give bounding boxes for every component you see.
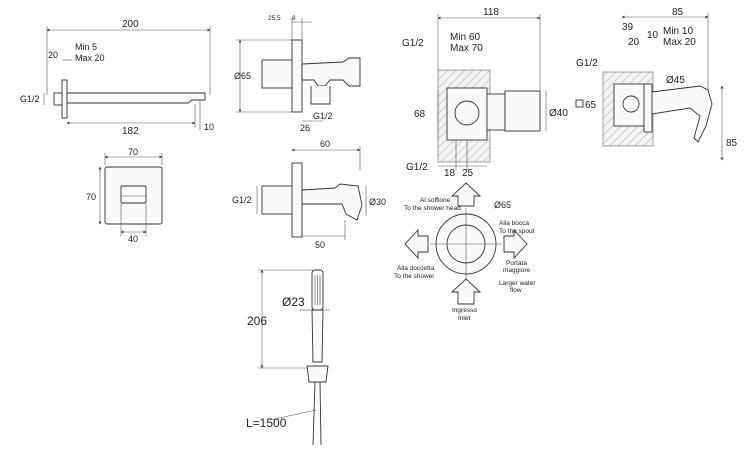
plate-height-70: 70 bbox=[86, 192, 96, 202]
flow-shower-en: To the shower bbox=[394, 273, 435, 280]
holder-dim-26: 26 bbox=[300, 123, 310, 133]
plate-width-40: 40 bbox=[128, 234, 138, 244]
mixer-lever bbox=[651, 85, 713, 143]
shower-dia23: Ø23 bbox=[282, 295, 305, 309]
mixer-dim-65: 65 bbox=[585, 100, 597, 111]
arrow-left-icon bbox=[404, 228, 429, 260]
shower-length-206: 206 bbox=[247, 314, 267, 328]
holder-dim-255: 25,5 bbox=[268, 15, 281, 22]
flow-inlet-en: Inlet bbox=[458, 315, 470, 322]
mixer-dim-10: 10 bbox=[647, 30, 659, 41]
flow-head-it: Al soffione bbox=[420, 197, 451, 204]
flow-dia65: Ø65 bbox=[494, 200, 511, 210]
mixer-dim-85: 85 bbox=[672, 7, 684, 18]
valve-stem-base bbox=[486, 93, 506, 131]
holder-bottom-arm bbox=[301, 183, 363, 221]
flow-large-2: maggiore bbox=[503, 267, 530, 274]
holder-top-plate bbox=[291, 39, 303, 113]
spout-min-5: Min 5 bbox=[75, 42, 97, 52]
holder-top-g12: G1/2 bbox=[313, 111, 333, 121]
arrow-up-icon bbox=[450, 182, 482, 207]
mixer-view: 85 39 10 Min 10 Max 20 20 G1/2 Ø45 65 85 bbox=[575, 7, 738, 161]
holder-dim-60: 60 bbox=[320, 139, 330, 149]
arrow-down-inlet-icon bbox=[450, 278, 482, 305]
holder-dim-8: 8 bbox=[292, 15, 296, 22]
holder-bottom-g12: G1/2 bbox=[232, 195, 252, 205]
holder-bottom-connector bbox=[261, 185, 293, 215]
spout-view: 200 20 Min 5 Max 20 G1/2 182 10 bbox=[20, 19, 214, 137]
mixer-dim-20: 20 bbox=[628, 37, 640, 48]
shower-hose bbox=[312, 381, 322, 446]
flow-spout-en: To the spout bbox=[499, 228, 535, 235]
mixer-dim-85-vertical: 85 bbox=[726, 138, 738, 149]
plate-width-70: 70 bbox=[128, 147, 138, 157]
spout-length-182: 182 bbox=[122, 126, 139, 137]
valve-dim-68: 68 bbox=[414, 109, 426, 120]
valve-dim-118: 118 bbox=[483, 7, 499, 18]
holder-top-connector bbox=[261, 59, 293, 89]
flow-spout-it: Alla bocca bbox=[499, 220, 529, 227]
spout-thread bbox=[53, 92, 63, 106]
mixer-dia45: Ø45 bbox=[666, 75, 685, 86]
mixer-side-mark bbox=[575, 99, 584, 108]
flow-large-3: Larger water bbox=[499, 280, 536, 287]
spout-max-20: Max 20 bbox=[75, 53, 105, 63]
mixer-dim-39: 39 bbox=[622, 22, 634, 33]
hand-shower-view: 206 Ø23 L=1500 bbox=[246, 269, 330, 446]
plate-outlet bbox=[120, 185, 147, 204]
valve-min60: Min 60 bbox=[450, 32, 480, 43]
shower-handle bbox=[311, 309, 324, 363]
spout-dim-20: 20 bbox=[48, 50, 58, 60]
spout-dim-10: 10 bbox=[204, 122, 214, 132]
valve-core bbox=[454, 100, 480, 126]
flow-shower-it: Alla doccetta bbox=[397, 265, 435, 272]
flow-large-4: flow bbox=[510, 287, 522, 294]
spout-body bbox=[66, 92, 206, 104]
shower-hose-nut bbox=[306, 365, 329, 383]
holder-dim-50: 50 bbox=[315, 240, 325, 250]
flow-diagram: Ø65 Al soffione To the shower head Alla … bbox=[394, 182, 536, 322]
mixer-cover bbox=[643, 83, 653, 133]
mixer-max20: Max 20 bbox=[663, 37, 696, 48]
holder-bottom-view: 60 G1/2 Ø30 50 bbox=[232, 139, 386, 250]
valve-max70: Max 70 bbox=[450, 43, 483, 54]
holder-dia65: Ø65 bbox=[234, 71, 251, 81]
valve-view: 118 Min 60 Max 70 G1/2 Ø40 68 G1/2 18 25 bbox=[402, 7, 568, 179]
holder-top-elbow bbox=[310, 86, 331, 105]
valve-dim-25: 25 bbox=[462, 168, 474, 179]
valve-stem bbox=[504, 90, 541, 132]
holder-bottom-plate bbox=[291, 162, 303, 238]
valve-dia40: Ø40 bbox=[549, 108, 568, 119]
valve-g12-top: G1/2 bbox=[402, 38, 424, 49]
spout-wall-plate bbox=[61, 79, 68, 119]
spout-plate-view: 70 70 40 bbox=[86, 147, 163, 244]
flow-head-en: To the shower head bbox=[404, 205, 461, 212]
spout-length-200: 200 bbox=[122, 19, 139, 30]
mixer-min10: Min 10 bbox=[663, 26, 693, 37]
valve-dim-18: 18 bbox=[444, 168, 456, 179]
arrow-right-icon bbox=[503, 228, 528, 260]
holder-top-arm bbox=[301, 57, 361, 87]
holder-dia30: Ø30 bbox=[369, 197, 386, 207]
spout-g12: G1/2 bbox=[20, 94, 40, 104]
flow-inlet-it: Ingresso bbox=[452, 307, 477, 314]
mixer-g12: G1/2 bbox=[576, 58, 598, 69]
holder-top-view: 25,5 8 Ø65 26 G1/2 bbox=[234, 15, 361, 133]
valve-g12-bottom: G1/2 bbox=[406, 162, 428, 173]
mixer-core bbox=[622, 95, 640, 113]
shower-hose-length: L=1500 bbox=[246, 416, 287, 430]
flow-large-1: Portata bbox=[506, 260, 527, 267]
